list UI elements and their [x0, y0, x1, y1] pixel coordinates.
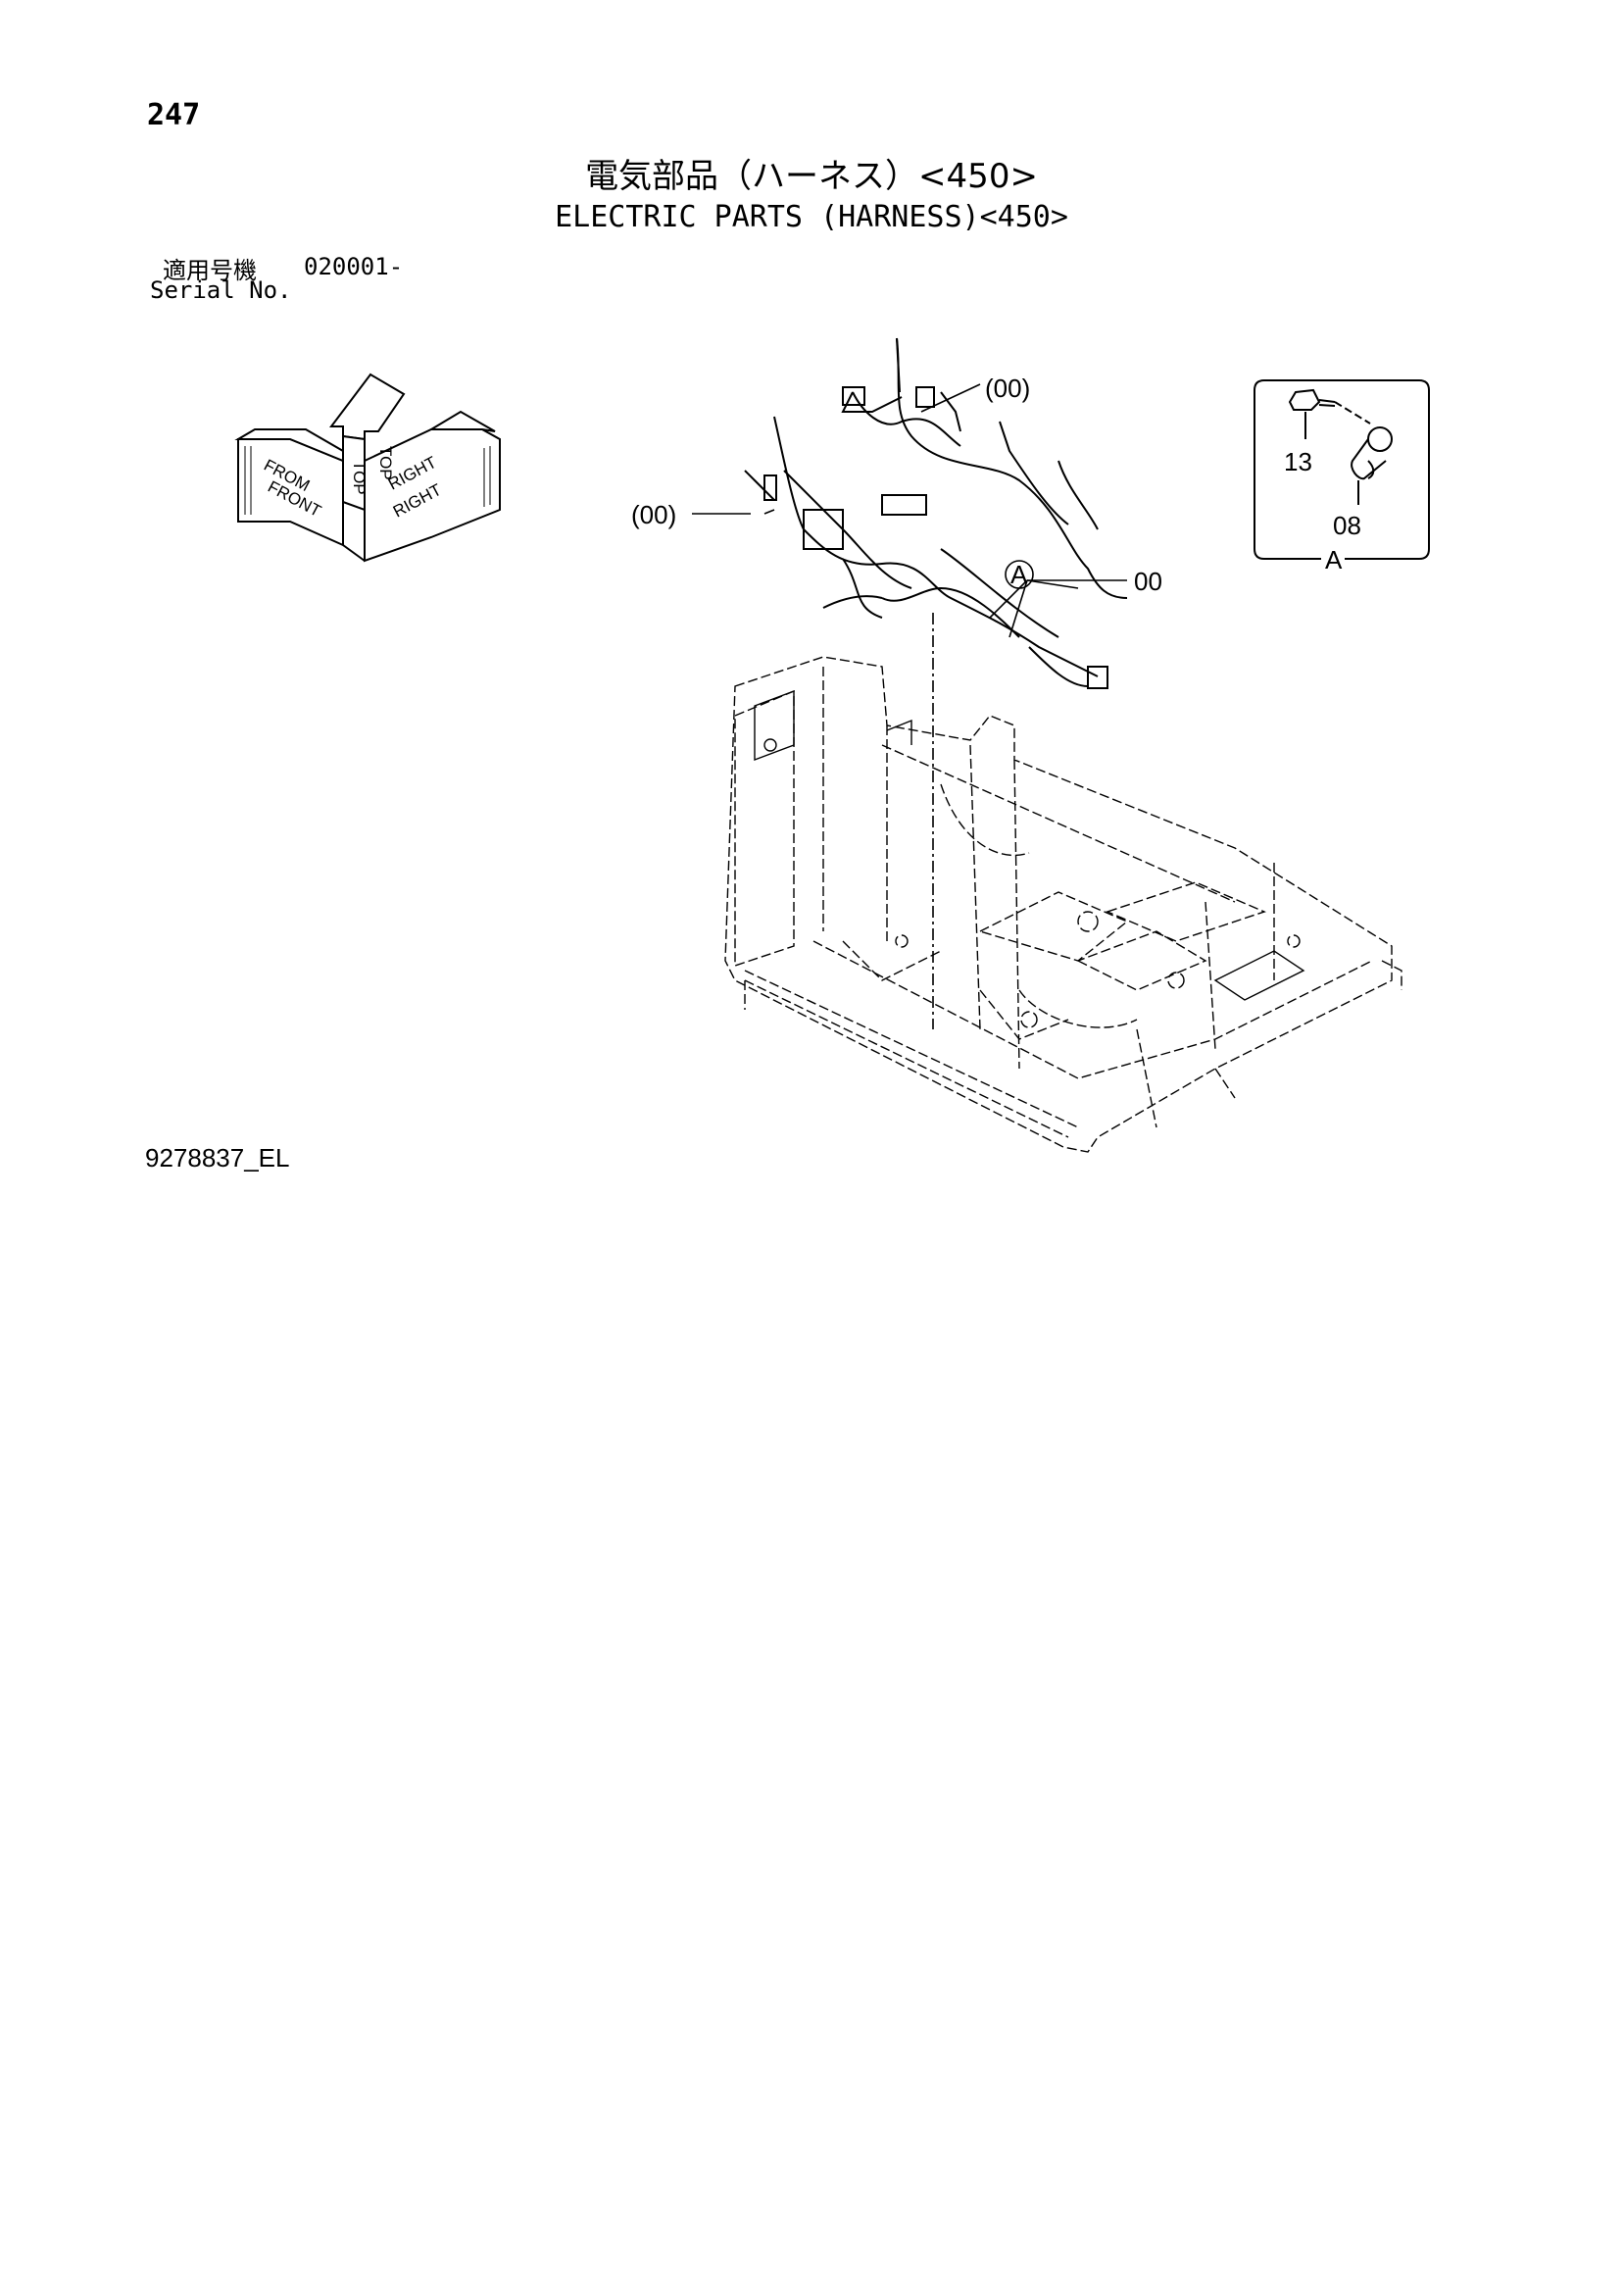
callout-main-harness: 00 — [1134, 567, 1162, 596]
machine-frame-solid-details — [754, 689, 1305, 1001]
page-title-english: ELECTRIC PARTS (HARNESS)<450> — [555, 200, 1068, 234]
orient-label-top-side: TOP — [376, 446, 395, 480]
machine-frame — [724, 656, 1402, 1153]
top-arrow — [328, 373, 406, 441]
detail-a-part-bolt: 13 — [1284, 447, 1312, 476]
serial-label-japanese: 適用号機 — [163, 257, 257, 284]
page-number: 247 — [147, 98, 201, 132]
detail-marker-a: A — [1010, 560, 1028, 589]
serial-label-english: Serial No. — [150, 276, 292, 304]
drawing-id: 9278837_EL — [145, 1143, 290, 1173]
detail-a-part-clamp: 08 — [1333, 511, 1361, 540]
serial-range: 020001- — [304, 253, 404, 280]
page-title-japanese: 電気部品（ハーネス）<450> — [585, 157, 1038, 196]
orient-label-top: TOP — [350, 461, 369, 495]
orientation-indicator — [234, 373, 501, 563]
wire-harness — [744, 337, 1128, 689]
detail-a-label: A — [1325, 545, 1343, 574]
callout-upper-harness: (00) — [985, 374, 1030, 403]
detail-a-box — [1254, 379, 1430, 560]
callout-left-harness: (00) — [631, 500, 676, 529]
